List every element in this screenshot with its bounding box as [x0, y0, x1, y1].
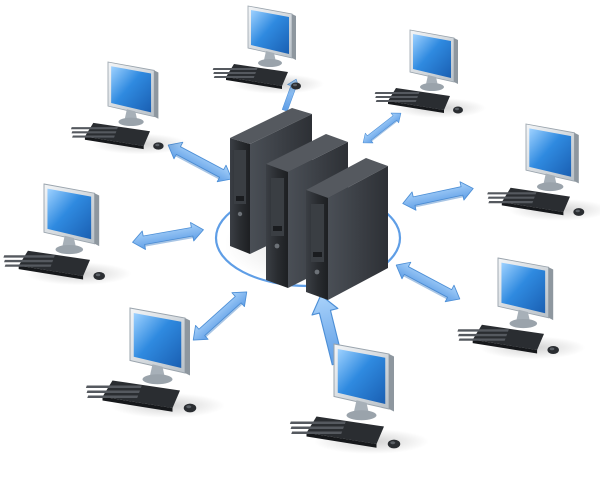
- server-tower-icon: [306, 158, 388, 300]
- workstation: [456, 257, 586, 360]
- double-arrow-icon: [130, 220, 206, 252]
- workstation: [486, 123, 600, 222]
- double-arrow-icon: [358, 108, 406, 148]
- workstation: [2, 183, 132, 286]
- workstation: [212, 5, 325, 95]
- double-arrow-icon: [186, 284, 254, 348]
- workstation: [70, 61, 189, 155]
- workstation: [289, 343, 430, 455]
- server-cluster: [230, 108, 388, 300]
- workstation: [374, 29, 487, 119]
- double-arrow-icon: [400, 178, 476, 214]
- double-arrow-icon: [391, 256, 465, 308]
